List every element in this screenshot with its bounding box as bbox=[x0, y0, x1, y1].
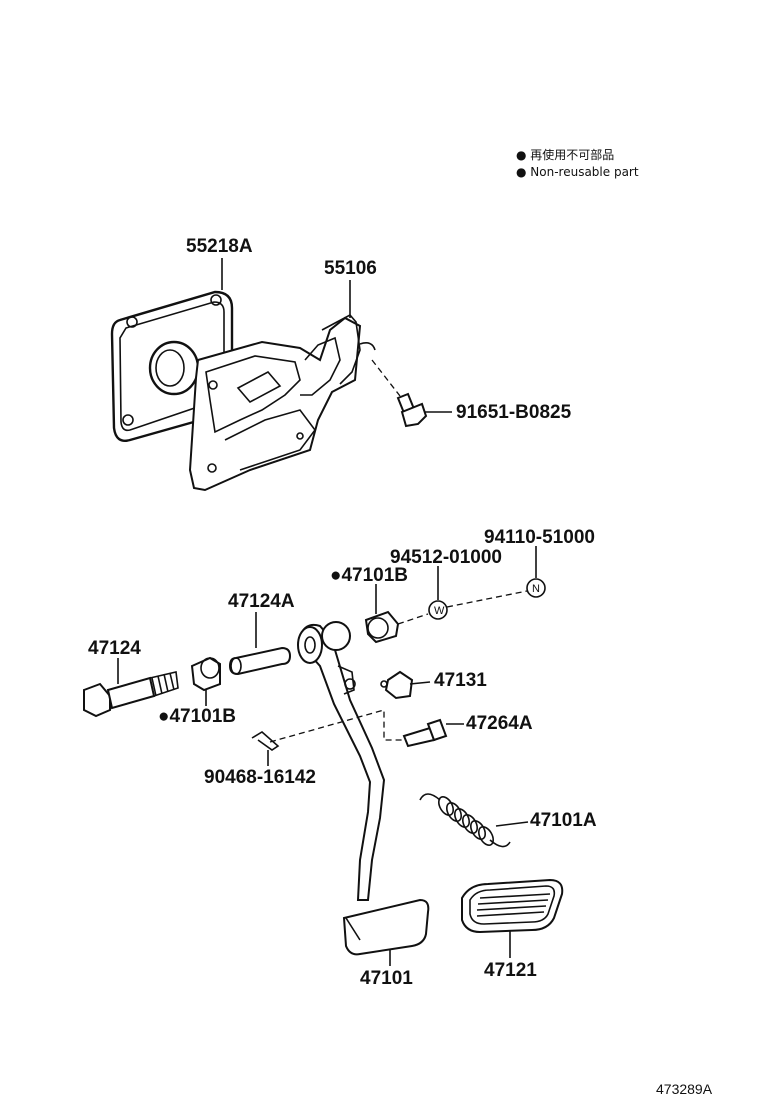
marker-n: N bbox=[526, 578, 546, 598]
label-47124A: 47124A bbox=[228, 591, 295, 612]
label-55218A: 55218A bbox=[186, 236, 253, 257]
legend-english: ● Non-reusable part bbox=[516, 165, 639, 179]
label-55106: 55106 bbox=[324, 258, 377, 279]
label-90468-16142: 90468-16142 bbox=[204, 767, 316, 788]
dash-bushing-to-w bbox=[397, 613, 429, 625]
legend-japanese: ● 再使用不可部品 bbox=[516, 147, 614, 162]
dash-w-to-n bbox=[446, 590, 528, 608]
label-47131: 47131 bbox=[434, 670, 487, 691]
marker-w: W bbox=[428, 600, 448, 620]
label-94110-51000: 94110-51000 bbox=[484, 527, 595, 548]
label-47121: 47121 bbox=[484, 960, 537, 981]
part-47101B-top-bushing bbox=[364, 610, 400, 644]
label-47101A: 47101A bbox=[530, 810, 597, 831]
dash-bolt-to-bracket bbox=[371, 359, 401, 397]
label-47264A: 47264A bbox=[466, 713, 533, 734]
part-55106-bracket bbox=[188, 313, 376, 492]
dash-pin-to-clip bbox=[269, 709, 404, 743]
label-94512-01000: 94512-01000 bbox=[390, 547, 502, 568]
part-47101-pedal bbox=[297, 621, 430, 956]
label-47101: 47101 bbox=[360, 968, 413, 989]
label-47124: 47124 bbox=[88, 638, 141, 659]
part-47124A-collar bbox=[228, 646, 292, 676]
diagram-reference: 473289A bbox=[656, 1081, 713, 1097]
label-47101B-left: ●47101B bbox=[158, 706, 236, 727]
part-47124-bolt bbox=[83, 671, 179, 718]
leader-lines bbox=[117, 258, 537, 966]
part-47264A-pin bbox=[402, 718, 448, 748]
part-47121-pad bbox=[461, 878, 564, 934]
marker-n-label: N bbox=[532, 583, 540, 595]
part-47131-stopper bbox=[380, 670, 414, 700]
label-91651-B0825: 91651-B0825 bbox=[456, 402, 572, 423]
part-47101B-left-bushing bbox=[190, 656, 221, 692]
marker-w-label: W bbox=[434, 605, 445, 617]
part-47101A-spring bbox=[419, 793, 511, 848]
label-47101B-top: ●47101B bbox=[330, 565, 408, 586]
part-90468-clip bbox=[251, 731, 280, 751]
part-91651-bolt bbox=[396, 392, 428, 428]
